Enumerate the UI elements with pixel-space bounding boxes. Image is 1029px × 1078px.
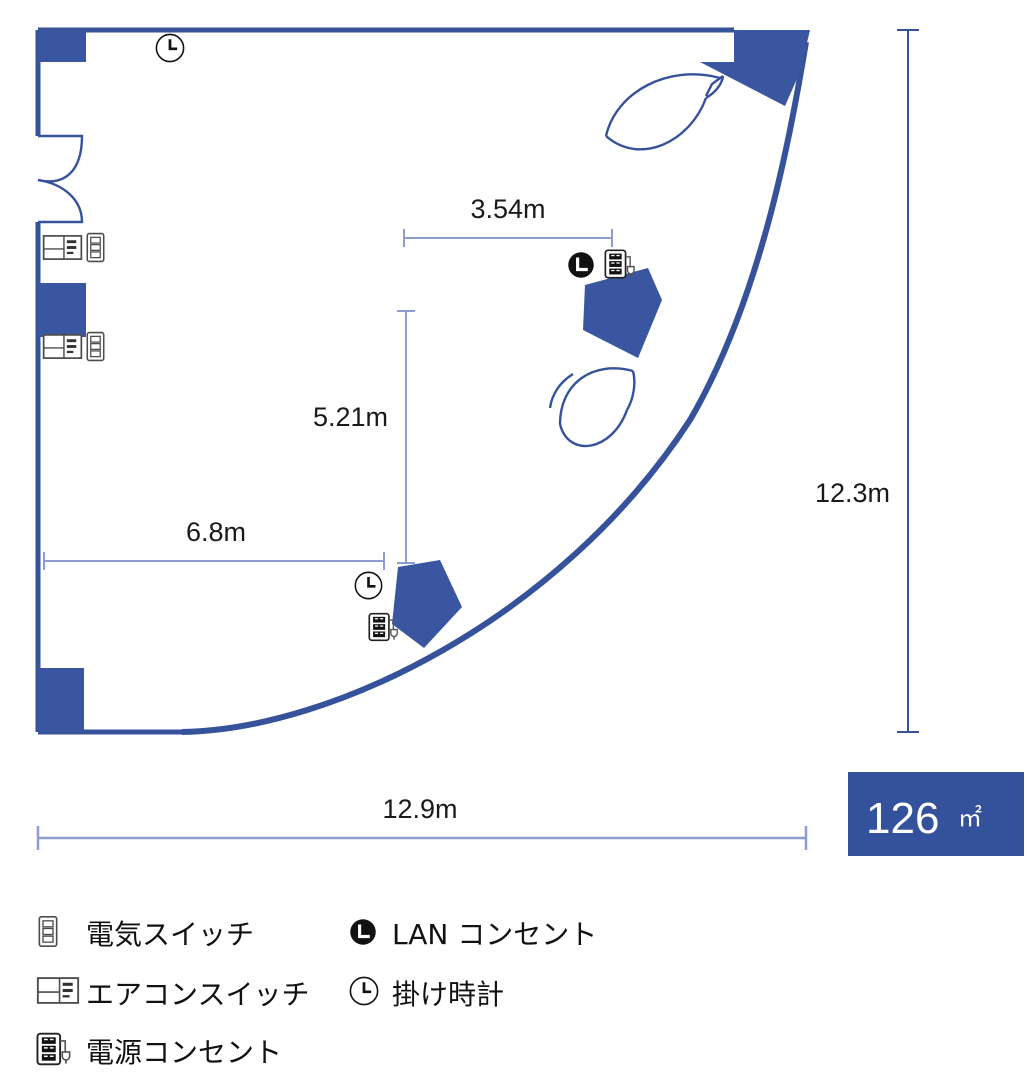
dimension-6-8m: 6.8m [43, 517, 385, 570]
legend-label-power-outlet: 電源コンセント [86, 1036, 282, 1069]
ac-switch-icon [42, 235, 83, 260]
legend: 電気スイッチ LAN コンセント エアコンスイッチ 掛け時計 電源コンセント [36, 916, 597, 1069]
power-outlet-icon [604, 249, 635, 279]
door-leaf-mid2 [548, 372, 574, 409]
dimensions-group: 3.54m 5.21m 6.8m 12.3m 12.9m [36, 29, 919, 850]
clock-icon [354, 571, 383, 600]
wall-block-curve-lower [392, 560, 462, 648]
lan-outlet-icon [348, 917, 378, 947]
door-leaf-upper-edge [604, 73, 721, 137]
area-badge: 126 ㎡ [848, 772, 1024, 856]
legend-label-ac-switch: エアコンスイッチ [86, 978, 309, 1011]
wall-block-curve-mid [583, 268, 662, 358]
clock-icon [155, 33, 185, 63]
dimension-label-3-54m: 3.54m [470, 194, 545, 224]
legend-label-wall-clock: 掛け時計 [392, 978, 504, 1011]
wall-block-top-left [38, 30, 86, 62]
dimension-12-3m: 12.3m [815, 29, 919, 733]
light-switch-icon [38, 916, 58, 947]
plan-markers-group [42, 33, 635, 642]
dimension-label-6-8m: 6.8m [186, 517, 246, 547]
dimension-label-12-3m: 12.3m [815, 478, 890, 508]
light-switch-icon [86, 331, 105, 362]
legend-label-light-switch: 電気スイッチ [86, 918, 254, 951]
dimension-3-54m: 3.54m [403, 194, 613, 247]
door-arc-upper [605, 97, 708, 151]
door-arc-upper-tip [705, 75, 725, 100]
wall-curved-right [181, 41, 809, 735]
door-swings-group [37, 73, 725, 448]
area-badge-bg [848, 772, 1024, 856]
area-badge-value: 126 [866, 794, 939, 843]
door-arc-mid [558, 409, 629, 448]
light-switch-icon [86, 232, 105, 263]
ac-switch-icon [42, 334, 83, 359]
clock-icon [349, 976, 379, 1006]
door-arc-left-lower [37, 178, 84, 224]
door-arc-left-upper [37, 134, 84, 183]
ac-switch-icon [36, 977, 80, 1004]
area-badge-unit: ㎡ [958, 804, 982, 832]
wall-block-top-right [700, 30, 810, 106]
lan-outlet-icon [566, 250, 596, 280]
door-arc-mid-tip [625, 370, 636, 411]
power-outlet-icon [36, 1032, 71, 1066]
wall-segments-filled [38, 30, 810, 732]
dimension-5-21m: 5.21m [313, 310, 415, 564]
dimension-12-9m: 12.9m [36, 794, 808, 850]
wall-block-left-mid [38, 283, 86, 337]
door-leaf-mid-edge [558, 367, 634, 425]
wall-block-bottom-left [38, 668, 84, 732]
dimension-label-5-21m: 5.21m [313, 402, 388, 432]
legend-label-lan-outlet: LAN コンセント [392, 918, 597, 951]
dimension-label-12-9m: 12.9m [382, 794, 457, 824]
